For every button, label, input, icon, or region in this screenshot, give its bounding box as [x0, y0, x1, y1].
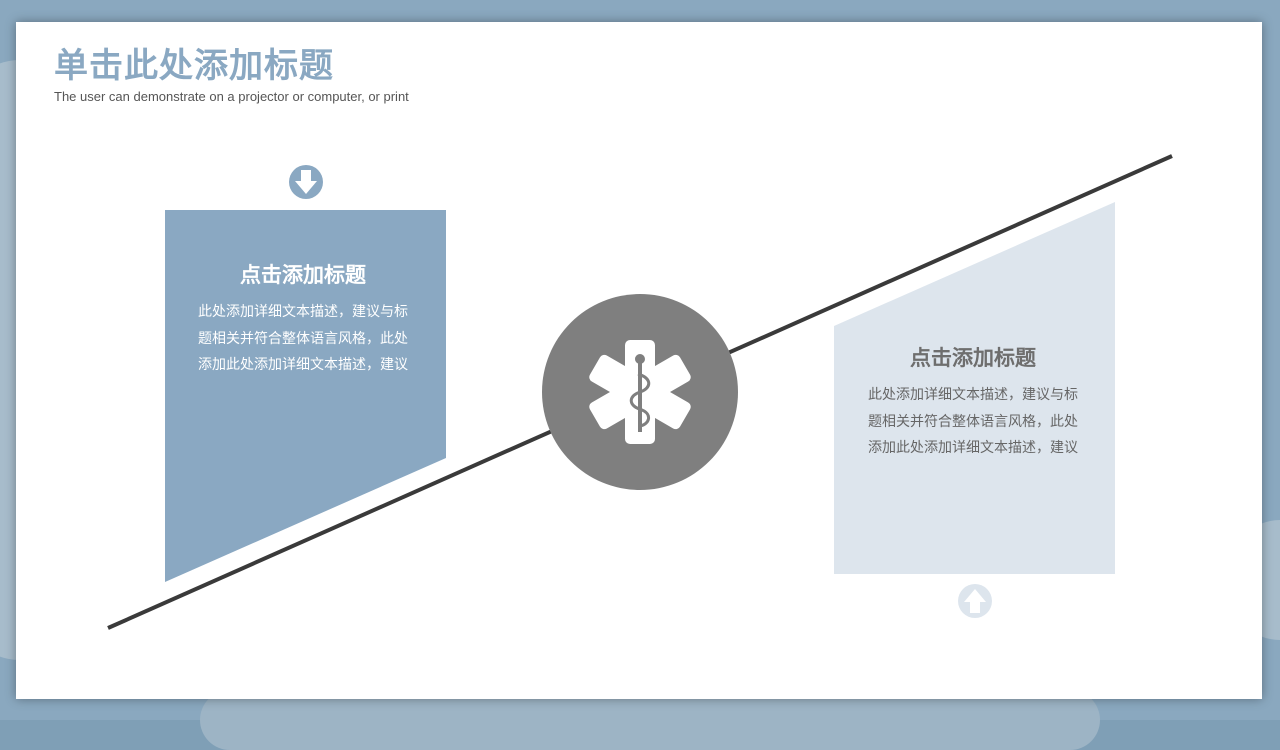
right-card-text: 点击添加标题 此处添加详细文本描述，建议与标题相关并符合整体语言风格，此处添加此… — [868, 342, 1078, 462]
left-card-body[interactable]: 此处添加详细文本描述，建议与标题相关并符合整体语言风格，此处添加此处添加详细文本… — [198, 304, 408, 373]
slide-title[interactable]: 单击此处添加标题 — [54, 46, 334, 86]
right-card-body[interactable]: 此处添加详细文本描述，建议与标题相关并符合整体语言风格，此处添加此处添加详细文本… — [868, 387, 1078, 456]
left-card-text: 点击添加标题 此处添加详细文本描述，建议与标题相关并符合整体语言风格，此处添加此… — [198, 259, 408, 379]
arrow-down-circle-icon — [289, 165, 323, 199]
right-card-shape[interactable] — [834, 202, 1115, 574]
left-card-shape[interactable] — [165, 210, 446, 582]
slide-artwork — [107, 154, 1173, 630]
arrow-up-circle-icon — [958, 584, 992, 618]
slide-subtitle[interactable]: The user can demonstrate on a projector … — [54, 89, 409, 104]
medical-star-of-life-icon — [542, 294, 738, 490]
left-card-heading[interactable]: 点击添加标题 — [240, 262, 366, 287]
right-card-heading[interactable]: 点击添加标题 — [910, 345, 1036, 370]
